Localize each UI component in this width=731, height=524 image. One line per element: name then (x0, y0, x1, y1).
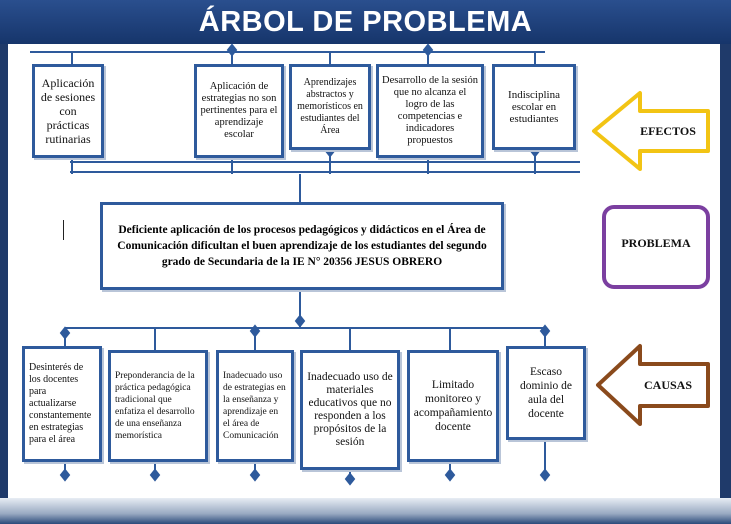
problem-box: Deficiente aplicación de los procesos pe… (100, 202, 504, 290)
efecto-box-3: Aprendizajes abstractos y memorísticos e… (289, 64, 371, 150)
problem-text: Deficiente aplicación de los procesos pe… (117, 224, 487, 268)
efecto-box-5: Indisciplina escolar en estudiantes (492, 64, 576, 150)
efecto-box-4: Desarrollo de la sesión que no alcanza e… (376, 64, 484, 158)
efecto-text: Aplicación de sesiones con prácticas rut… (40, 76, 96, 146)
causa-box-2: Preponderancia de la práctica pedagógica… (108, 350, 208, 462)
text-cursor (63, 220, 64, 240)
bottom-band (0, 498, 731, 524)
causa-box-3: Inadecuado uso de estrategias en la ense… (216, 350, 294, 462)
causa-box-6: Escaso dominio de aula del docente (506, 346, 586, 440)
efecto-box-1: Aplicación de sesiones con prácticas rut… (32, 64, 104, 158)
causa-text: Limitado monitoreo y acompañamiento doce… (413, 379, 493, 433)
efecto-text: Aprendizajes abstractos y memorísticos e… (297, 77, 363, 136)
efecto-text: Indisciplina escolar en estudiantes (508, 89, 560, 125)
causa-text: Escaso dominio de aula del docente (519, 366, 573, 420)
header-bar (0, 0, 731, 44)
problema-label: PROBLEMA (621, 236, 691, 250)
causas-label: CAUSAS (643, 378, 692, 392)
causas-arrow-shape (596, 344, 710, 426)
causa-text: Inadecuado uso de materiales educativos … (307, 371, 393, 448)
causa-text: Preponderancia de la práctica pedagógica… (115, 371, 195, 441)
problema-label-box (602, 205, 710, 289)
causa-box-5: Limitado monitoreo y acompañamiento doce… (407, 350, 499, 462)
causa-text: Inadecuado uso de estrategias en la ense… (223, 371, 286, 441)
efecto-text: Desarrollo de la sesión que no alcanza e… (382, 75, 478, 146)
efectos-arrow-shape (592, 91, 710, 171)
diagram-title: ÁRBOL DE PROBLEMA (198, 6, 533, 38)
efectos-label: EFECTOS (640, 124, 696, 138)
causa-text: Desinterés de los docentes para actualiz… (29, 362, 92, 445)
causa-box-1: Desinterés de los docentes para actualiz… (22, 346, 102, 462)
efecto-text: Aplicación de estrategias no son pertine… (200, 81, 278, 140)
causa-box-4: Inadecuado uso de materiales educativos … (300, 350, 400, 470)
efecto-box-2: Aplicación de estrategias no son pertine… (194, 64, 284, 158)
